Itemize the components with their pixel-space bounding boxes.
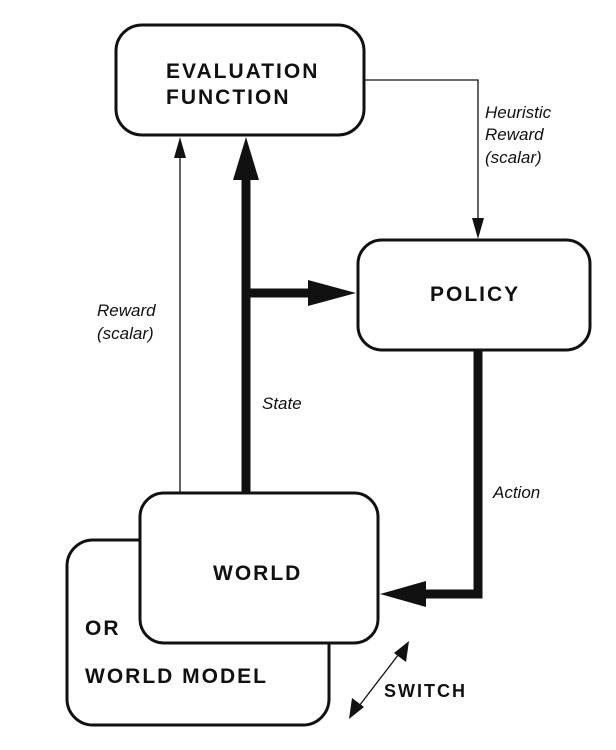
action-arrowhead	[380, 581, 426, 607]
heuristic-reward-arrowhead	[472, 218, 484, 239]
reward-arrowhead	[174, 137, 186, 158]
switch-label: SWITCH	[384, 681, 467, 701]
world-model-or-label: OR	[85, 617, 121, 640]
state-to-policy-arrowhead	[308, 280, 356, 306]
reward-label-line2: (scalar)	[97, 324, 154, 343]
action-label: Action	[492, 483, 540, 502]
heuristic-reward-label-line1: Heuristic	[485, 103, 552, 122]
heuristic-reward-line	[364, 79, 479, 222]
reward-label-line1: Reward	[97, 301, 156, 320]
evaluation-function-label-line2: FUNCTION	[166, 86, 291, 109]
state-label: State	[262, 394, 302, 413]
policy-label: POLICY	[430, 283, 520, 306]
action-line	[425, 350, 483, 599]
heuristic-reward-label-line2: Reward	[485, 125, 544, 144]
heuristic-reward-label-line3: (scalar)	[485, 148, 542, 167]
world-box[interactable]	[138, 491, 380, 645]
evaluation-function-label-line1: EVALUATION	[166, 60, 319, 83]
switch-arrowhead-down	[349, 698, 364, 719]
state-arrowhead	[233, 137, 259, 180]
world-model-label: WORLD MODEL	[85, 665, 268, 688]
world-label: WORLD	[213, 562, 302, 585]
switch-arrow-line	[355, 649, 403, 711]
switch-arrowhead-up	[394, 641, 409, 662]
